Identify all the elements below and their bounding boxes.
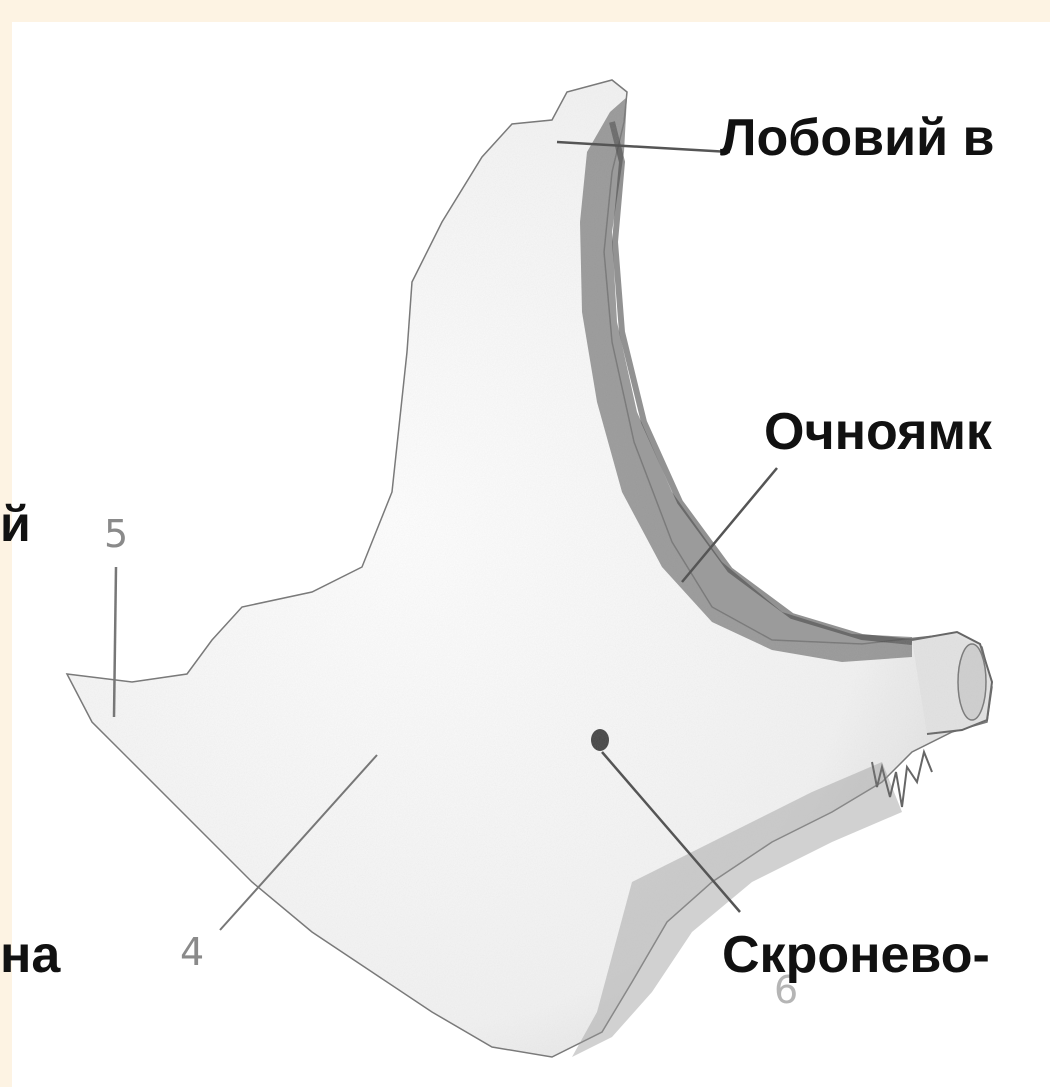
label-left-upper-fragment: й (0, 495, 31, 553)
label-temporal-process: Скронево- (722, 925, 990, 985)
label-frontal-process: Лобовий в (720, 108, 994, 168)
number-5: 5 (104, 512, 128, 556)
number-4: 4 (180, 930, 204, 974)
label-left-lower-fragment: на (0, 925, 60, 985)
label-orbital-surface: Очноямк (764, 402, 992, 462)
